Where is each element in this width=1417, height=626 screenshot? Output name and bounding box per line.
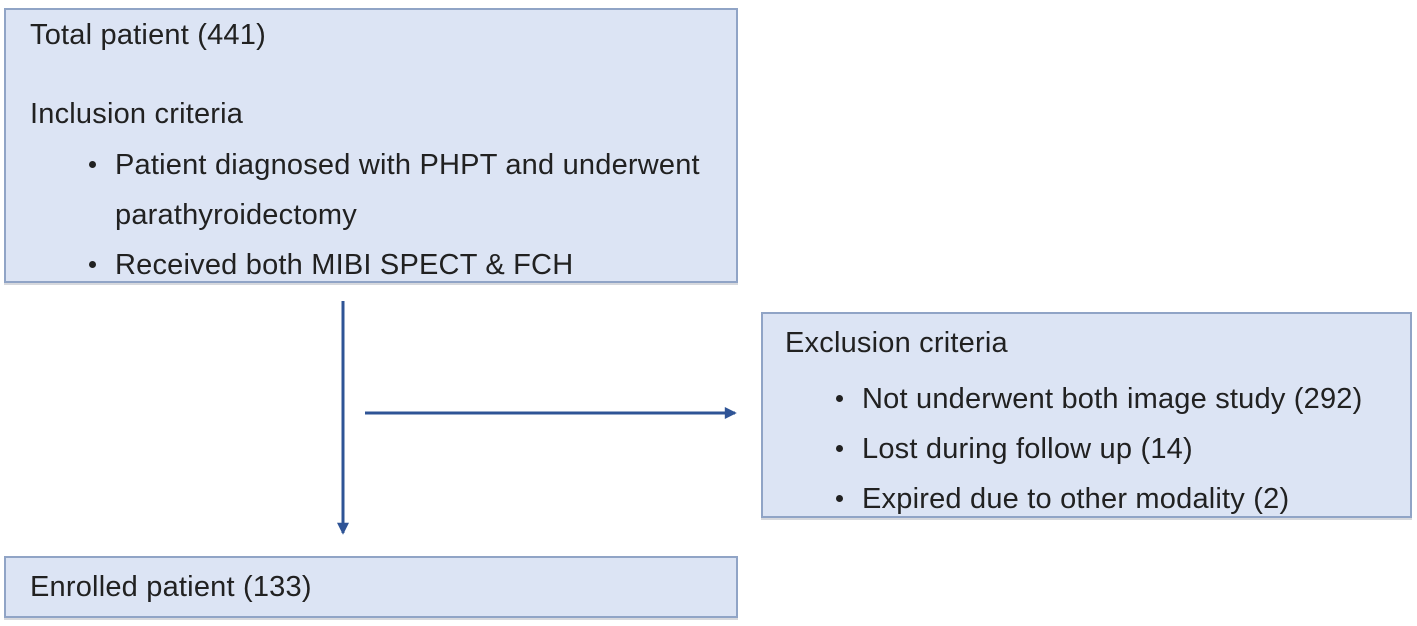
enrolled-patient-title: Enrolled patient (133) — [30, 571, 312, 603]
list-item-inclusion-1: Patient diagnosed with PHPT and underwen… — [87, 140, 710, 240]
inclusion-criteria-list: Patient diagnosed with PHPT and underwen… — [87, 140, 710, 290]
total-patient-title: Total patient (441) — [30, 19, 266, 51]
exclusion-criteria-list: Not underwent both image study (292) Los… — [834, 374, 1394, 524]
list-item-inclusion-2: Received both MIBI SPECT & FCH — [87, 240, 710, 290]
exclusion-criteria-box: Exclusion criteria Not underwent both im… — [761, 312, 1412, 518]
list-item-exclusion-3: Expired due to other modality (2) — [834, 474, 1394, 524]
exclusion-criteria-heading: Exclusion criteria — [785, 327, 1008, 359]
total-patient-box: Total patient (441) Inclusion criteria P… — [4, 8, 738, 283]
list-item-exclusion-2: Lost during follow up (14) — [834, 424, 1394, 474]
inclusion-criteria-heading: Inclusion criteria — [30, 98, 244, 130]
enrolled-patient-box: Enrolled patient (133) — [4, 556, 738, 618]
list-item-exclusion-1: Not underwent both image study (292) — [834, 374, 1394, 424]
